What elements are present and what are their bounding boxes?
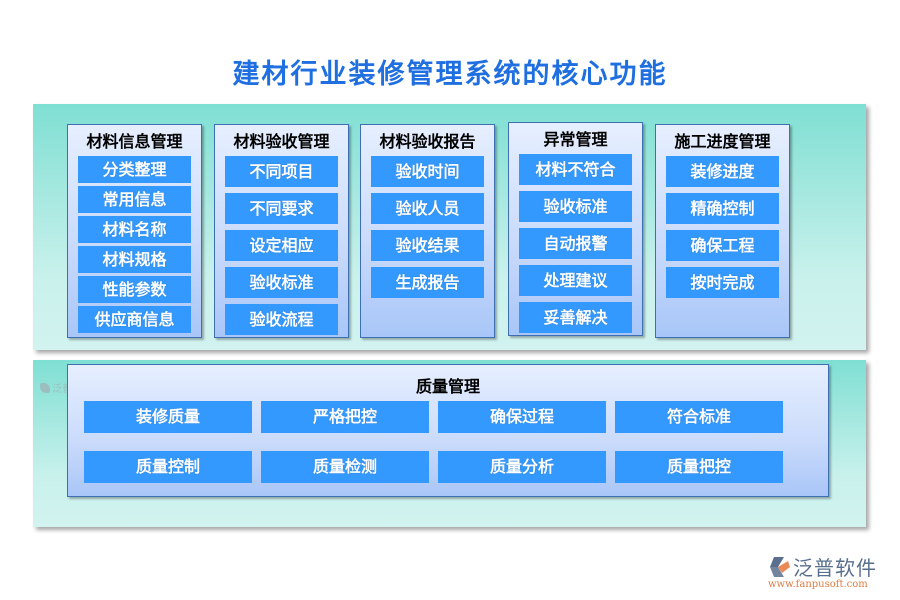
quality-management-box: 质量管理 装修质量 严格把控 确保过程 符合标准 质量控制 质量检测 质量分析 …	[67, 364, 829, 497]
page-title: 建材行业装修管理系统的核心功能	[232, 59, 668, 90]
column-exception: 异常管理 材料不符合 验收标准 自动报警 处理建议 妥善解决	[508, 122, 643, 336]
feature-item: 不同项目	[225, 156, 338, 187]
feature-item: 精确控制	[666, 193, 779, 224]
feature-item: 不同要求	[225, 193, 338, 224]
feature-item: 供应商信息	[78, 306, 191, 333]
feature-item: 确保工程	[666, 230, 779, 261]
feature-item: 验收标准	[225, 267, 338, 298]
quality-item: 装修质量	[84, 401, 252, 433]
feature-item: 妥善解决	[519, 302, 632, 333]
feature-item: 常用信息	[78, 186, 191, 213]
watermark-logo-icon	[40, 382, 50, 393]
feature-item: 装修进度	[666, 156, 779, 187]
top-panel: 材料信息管理 分类整理 常用信息 材料名称 材料规格 性能参数 供应商信息 材料…	[33, 104, 866, 350]
feature-item: 自动报警	[519, 228, 632, 259]
column-title: 材料验收管理	[233, 132, 330, 151]
feature-item: 材料规格	[78, 246, 191, 273]
quality-item: 质量控制	[84, 451, 252, 483]
quality-item: 符合标准	[615, 401, 783, 433]
feature-item: 处理建议	[519, 265, 632, 296]
quality-item: 质量分析	[438, 451, 606, 483]
column-construction-progress: 施工进度管理 装修进度 精确控制 确保工程 按时完成	[655, 124, 790, 338]
feature-item: 材料不符合	[519, 154, 632, 185]
feature-item: 验收时间	[371, 156, 484, 187]
quality-item: 严格把控	[261, 401, 429, 433]
feature-item: 按时完成	[666, 267, 779, 298]
bottom-panel: 泛普软件 质量管理 装修质量 严格把控 确保过程 符合标准 质量控制 质量检测 …	[33, 360, 866, 527]
feature-item: 生成报告	[371, 267, 484, 298]
feature-item: 验收流程	[225, 304, 338, 335]
fanpu-logo-icon	[768, 556, 790, 577]
brand-logo: 泛普软件 www.fanpusoft.com	[768, 552, 894, 590]
column-title: 异常管理	[543, 130, 608, 149]
logo-url: www.fanpusoft.com	[768, 579, 868, 590]
feature-item: 材料名称	[78, 216, 191, 243]
column-material-acceptance: 材料验收管理 不同项目 不同要求 设定相应 验收标准 验收流程	[214, 124, 349, 338]
feature-item: 验收人员	[371, 193, 484, 224]
feature-item: 分类整理	[78, 156, 191, 183]
quality-item: 质量检测	[261, 451, 429, 483]
column-title: 材料验收报告	[379, 132, 476, 151]
feature-item: 验收结果	[371, 230, 484, 261]
column-material-info: 材料信息管理 分类整理 常用信息 材料名称 材料规格 性能参数 供应商信息	[67, 124, 202, 338]
quality-title: 质量管理	[415, 377, 480, 396]
quality-item: 质量把控	[615, 451, 783, 483]
logo-name: 泛普软件	[793, 556, 877, 580]
feature-item: 设定相应	[225, 230, 338, 261]
feature-item: 性能参数	[78, 276, 191, 303]
quality-item: 确保过程	[438, 401, 606, 433]
quality-grid: 装修质量 严格把控 确保过程 符合标准 质量控制 质量检测 质量分析 质量把控	[84, 401, 783, 483]
column-title: 施工进度管理	[674, 132, 771, 151]
column-title: 材料信息管理	[86, 132, 183, 151]
feature-item: 验收标准	[519, 191, 632, 222]
column-acceptance-report: 材料验收报告 验收时间 验收人员 验收结果 生成报告	[360, 124, 495, 338]
